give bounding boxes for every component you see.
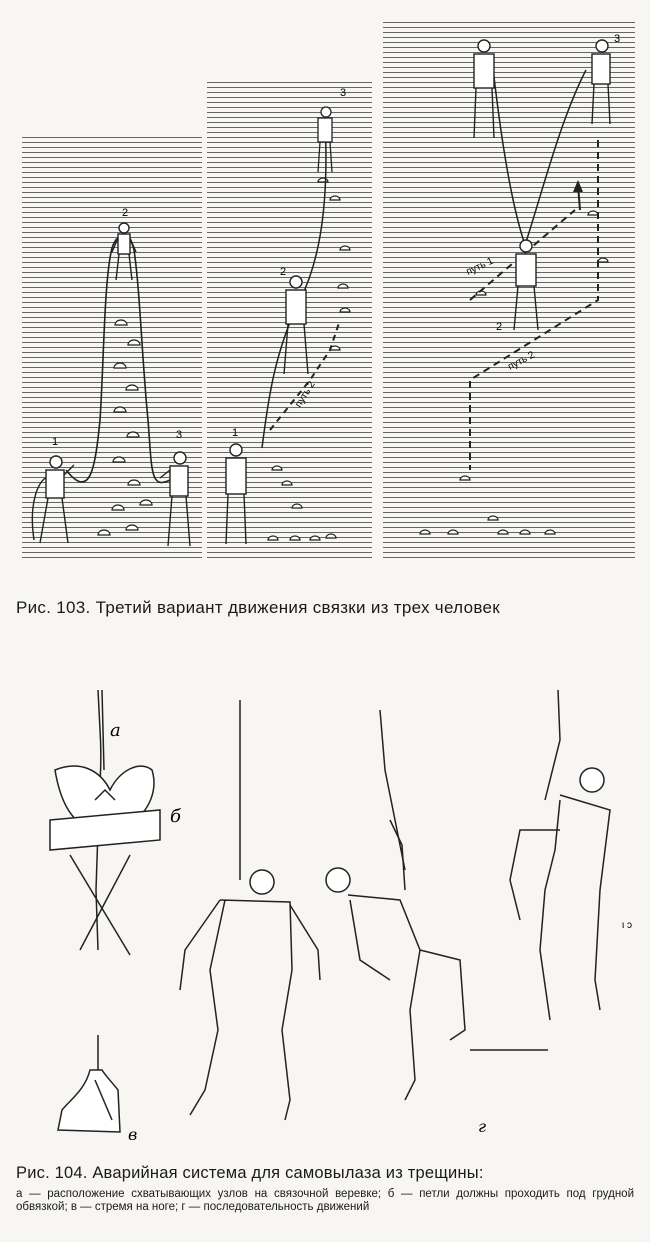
margin-mark: ι ɔ [622,920,632,931]
label-climber-2: 2 [122,207,128,219]
figure-104-caption-title: Рис. 104. Аварийная система для самовыла… [16,1164,484,1182]
label-p3-3: 3 [614,33,620,45]
label-v: в [128,1125,137,1144]
climber-1 [31,455,75,544]
figure-103-caption: Рис. 103. Третий вариант движения связки… [16,598,500,617]
climber-stepping [325,709,466,1101]
climber-hanging [179,700,321,1121]
label-p3-2: 2 [496,321,502,333]
climber-2 [111,222,137,281]
climber-3 [159,451,191,547]
figure-103-illustration: 2 1 3 [22,22,635,560]
label-p2-1: 1 [232,427,238,439]
harness-detail [49,689,161,956]
climber-3-p3 [591,39,611,125]
climber-2-p3 [513,239,539,331]
figure-103: 2 1 3 [16,22,635,617]
climber-upper [470,689,611,1051]
figure-104: а б в г ι ɔ [0,650,650,1242]
label-p2-2: 2 [280,266,286,278]
climber-2-p2 [283,275,309,375]
panel-3: путь 1 путь 2 3 2 [383,22,635,560]
foot-stirrup-detail [57,1035,121,1133]
panel-2: путь 2 3 2 1 [207,78,372,560]
panel-1: 2 1 3 [22,135,202,560]
climber-top-left-p3 [473,39,495,139]
label-climber-3: 3 [176,429,182,441]
label-a: а [110,720,121,741]
climber-3-p2 [317,106,333,173]
climber-1-p2 [225,443,247,545]
label-climber-1: 1 [52,436,58,448]
label-b: б [170,806,182,827]
label-p2-3: 3 [340,87,346,99]
figure-104-caption-body: а — расположение схватывающих узлов на с… [16,1188,634,1213]
label-g: г [478,1117,486,1136]
figure-104-illustration: а б в г ι ɔ [49,689,632,1144]
